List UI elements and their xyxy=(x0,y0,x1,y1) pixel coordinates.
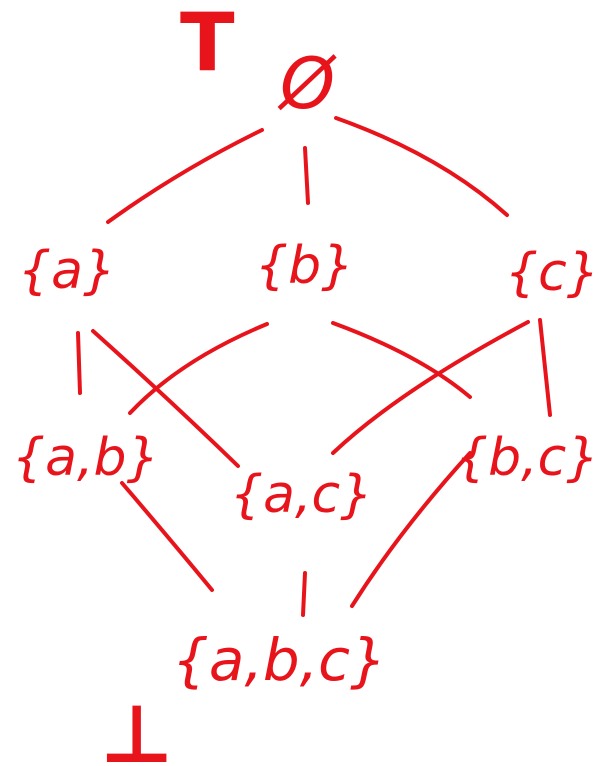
edge-a-ab xyxy=(76,331,82,395)
node-set-ac: {a,c} xyxy=(230,465,373,525)
node-set-c: {c} xyxy=(505,243,600,303)
edge-c-bc xyxy=(538,318,552,417)
edge-b-ab xyxy=(128,322,269,415)
edge-empty-a xyxy=(106,128,264,224)
node-set-bc: {b,c} xyxy=(455,428,599,488)
node-set-b: {b} xyxy=(255,236,354,296)
top-symbol: T xyxy=(180,0,235,89)
bottom-symbol: ⊥ xyxy=(100,688,173,766)
node-empty-set: Ø xyxy=(277,43,337,125)
edge-ac-abc xyxy=(301,571,307,617)
node-set-abc: {a,b,c} xyxy=(172,626,387,694)
edge-b-bc xyxy=(331,321,472,399)
node-set-ab: {a,b} xyxy=(12,428,160,488)
edge-a-ac xyxy=(91,329,240,468)
edge-bc-abc xyxy=(350,451,472,608)
edge-empty-c xyxy=(334,116,509,217)
edge-c-ac xyxy=(331,320,530,455)
edge-empty-b xyxy=(303,146,310,205)
node-set-a: {a} xyxy=(18,241,116,301)
edge-ab-abc xyxy=(120,481,214,592)
